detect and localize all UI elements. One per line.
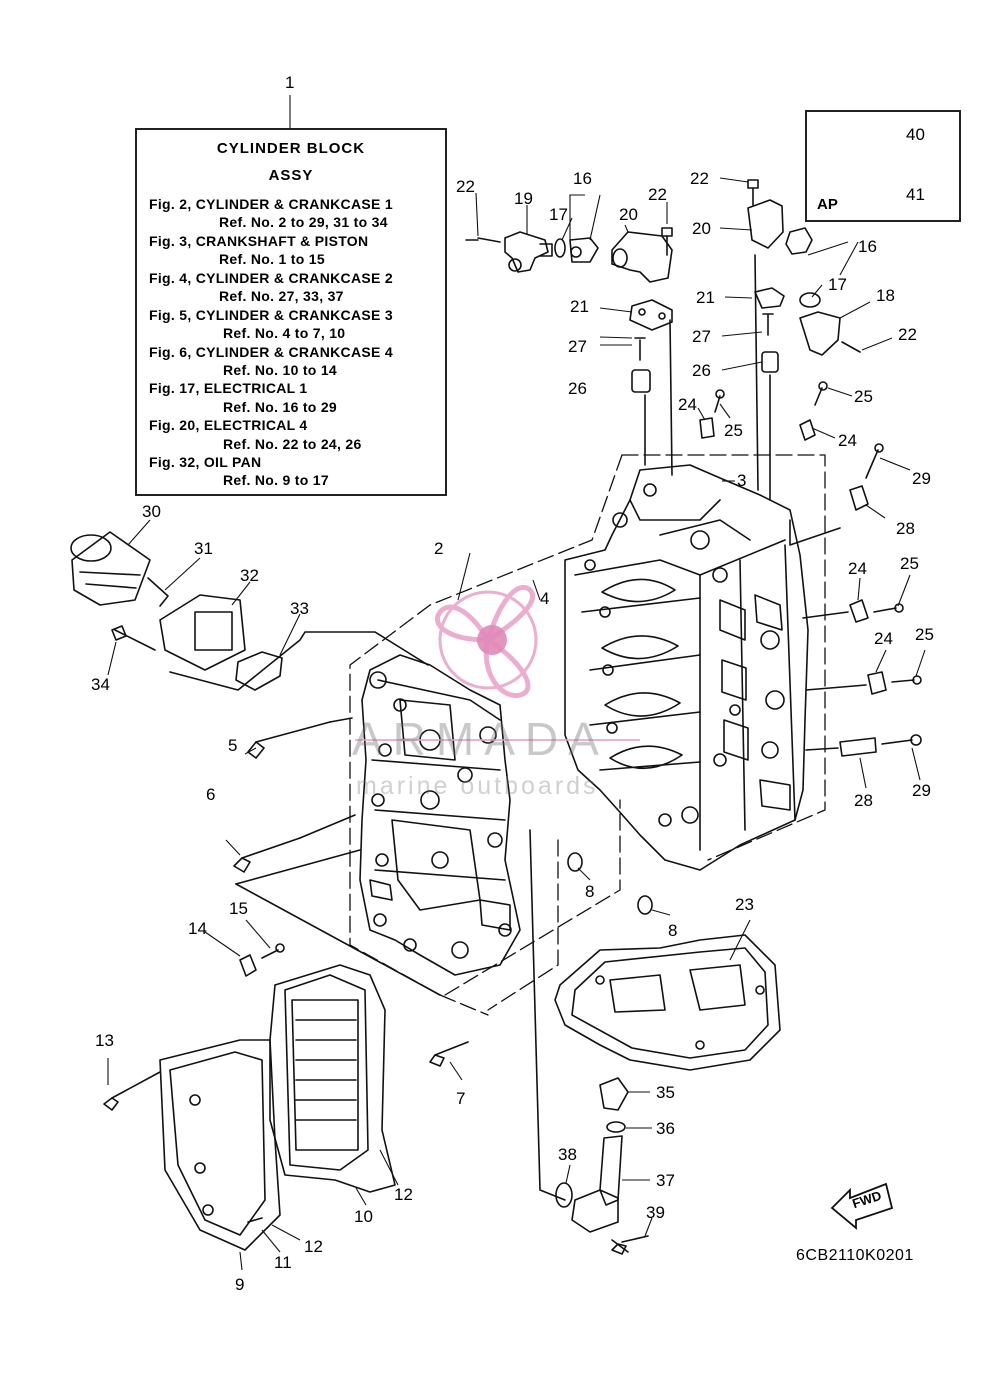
callout-29a: 29 [912, 469, 931, 488]
callout-28b: 28 [854, 791, 873, 810]
ref-line: Ref. No. 16 to 29 [223, 399, 338, 415]
callout-24d: 24 [874, 629, 893, 648]
leader-lines [107, 95, 926, 1271]
callout-30: 30 [142, 502, 161, 521]
ref-line: Fig. 32, OIL PAN [149, 454, 262, 470]
callout-17a: 17 [549, 205, 568, 224]
callout-3: 3 [737, 471, 747, 490]
ref-line: Ref. No. 4 to 7, 10 [223, 325, 346, 341]
callout-29b: 29 [912, 781, 931, 800]
ref-line: Fig. 5, CYLINDER & CRANKCASE 3 [149, 307, 393, 323]
callout-39: 39 [646, 1203, 665, 1222]
gasket-drawing [554, 934, 781, 1071]
callout-22d: 22 [898, 325, 917, 344]
cylinder-block-drawing [564, 464, 809, 871]
ref-title: CYLINDER BLOCK [216, 140, 366, 157]
ref-line: Ref. No. 9 to 17 [223, 472, 329, 488]
ref-subtitle: ASSY [268, 167, 314, 184]
callout-8b: 8 [668, 921, 678, 940]
ref-line: Fig. 20, ELECTRICAL 4 [149, 417, 308, 433]
callout-5: 5 [228, 736, 238, 755]
dipstick-drawing [529, 829, 649, 1255]
ref-line: Ref. No. 2 to 29, 31 to 34 [219, 214, 388, 230]
callout-26b: 26 [692, 361, 711, 380]
callout-24b: 24 [838, 431, 857, 450]
callout-24a: 24 [678, 395, 697, 414]
callout-17b: 17 [828, 275, 847, 294]
callout-20a: 20 [619, 205, 638, 224]
watermark-tagline: marine outboards [356, 772, 599, 800]
callout-14: 14 [188, 919, 207, 938]
ref-line: Fig. 4, CYLINDER & CRANKCASE 2 [149, 270, 393, 286]
callout-40: 40 [906, 125, 925, 144]
side-cover-drawing [103, 943, 396, 1251]
callout-15: 15 [229, 899, 248, 918]
ref-line: Fig. 6, CYLINDER & CRANKCASE 4 [149, 344, 393, 360]
callout-23: 23 [735, 895, 754, 914]
callout-2: 2 [434, 539, 444, 558]
callout-35: 35 [656, 1083, 675, 1102]
callout-8a: 8 [585, 882, 595, 901]
crankcase-drawing [359, 654, 521, 976]
drawing-code: 6CB2110K0201 [796, 1247, 914, 1264]
bolts-drawing [233, 717, 469, 1067]
callout-18: 18 [876, 286, 895, 305]
ref-line: Ref. No. 27, 33, 37 [219, 288, 344, 304]
callout-24c: 24 [848, 559, 867, 578]
callout-1: 1 [285, 73, 295, 92]
callout-27b: 27 [692, 327, 711, 346]
ref-line: Fig. 17, ELECTRICAL 1 [149, 380, 308, 396]
reference-box: CYLINDER BLOCK ASSY Fig. 2, CYLINDER & C… [135, 128, 447, 496]
callout-7: 7 [456, 1089, 466, 1108]
watermark-brand: ARMADA [352, 713, 609, 765]
callout-27a: 27 [568, 337, 587, 356]
callout-21b: 21 [696, 288, 715, 307]
callout-32: 32 [240, 566, 259, 585]
callout-22c: 22 [690, 169, 709, 188]
ref-line: Fig. 3, CRANKSHAFT & PISTON [149, 233, 369, 249]
callout-28a: 28 [896, 519, 915, 538]
oil-filter-drawing [70, 531, 429, 691]
callout-38: 38 [558, 1145, 577, 1164]
callout-25b: 25 [854, 387, 873, 406]
ref-line: Ref. No. 1 to 15 [219, 251, 325, 267]
ap-box: AP [805, 110, 961, 222]
callout-19: 19 [514, 189, 533, 208]
callout-34: 34 [91, 675, 110, 694]
callout-36: 36 [656, 1119, 675, 1138]
callout-31: 31 [194, 539, 213, 558]
callout-4: 4 [540, 589, 550, 608]
callout-6: 6 [206, 785, 216, 804]
sensor-parts-drawing [699, 381, 922, 757]
callout-11: 11 [274, 1253, 292, 1272]
callout-21a: 21 [570, 297, 589, 316]
callout-22a: 22 [456, 177, 475, 196]
callout-12a: 12 [394, 1185, 413, 1204]
ref-line: Ref. No. 22 to 24, 26 [223, 436, 362, 452]
callout-41: 41 [906, 185, 925, 204]
callout-13: 13 [95, 1031, 114, 1050]
ap-label: AP [817, 196, 838, 213]
callout-26a: 26 [568, 379, 587, 398]
callout-20b: 20 [692, 219, 711, 238]
ref-line: Fig. 2, CYLINDER & CRANKCASE 1 [149, 196, 393, 212]
callout-10: 10 [354, 1207, 373, 1226]
callout-16b: 16 [858, 237, 877, 256]
callout-22b: 22 [648, 185, 667, 204]
callout-16a: 16 [573, 169, 592, 188]
watermark-logo [435, 585, 538, 698]
callout-12b: 12 [304, 1237, 323, 1256]
top-parts-drawing [465, 179, 861, 501]
callout-33: 33 [290, 599, 309, 618]
fwd-arrow-icon [830, 1182, 894, 1230]
callout-9: 9 [235, 1275, 245, 1294]
callout-25d: 25 [915, 625, 934, 644]
callout-37: 37 [656, 1171, 675, 1190]
callout-25a: 25 [724, 421, 743, 440]
ref-line: Ref. No. 10 to 14 [223, 362, 338, 378]
callout-25c: 25 [900, 554, 919, 573]
